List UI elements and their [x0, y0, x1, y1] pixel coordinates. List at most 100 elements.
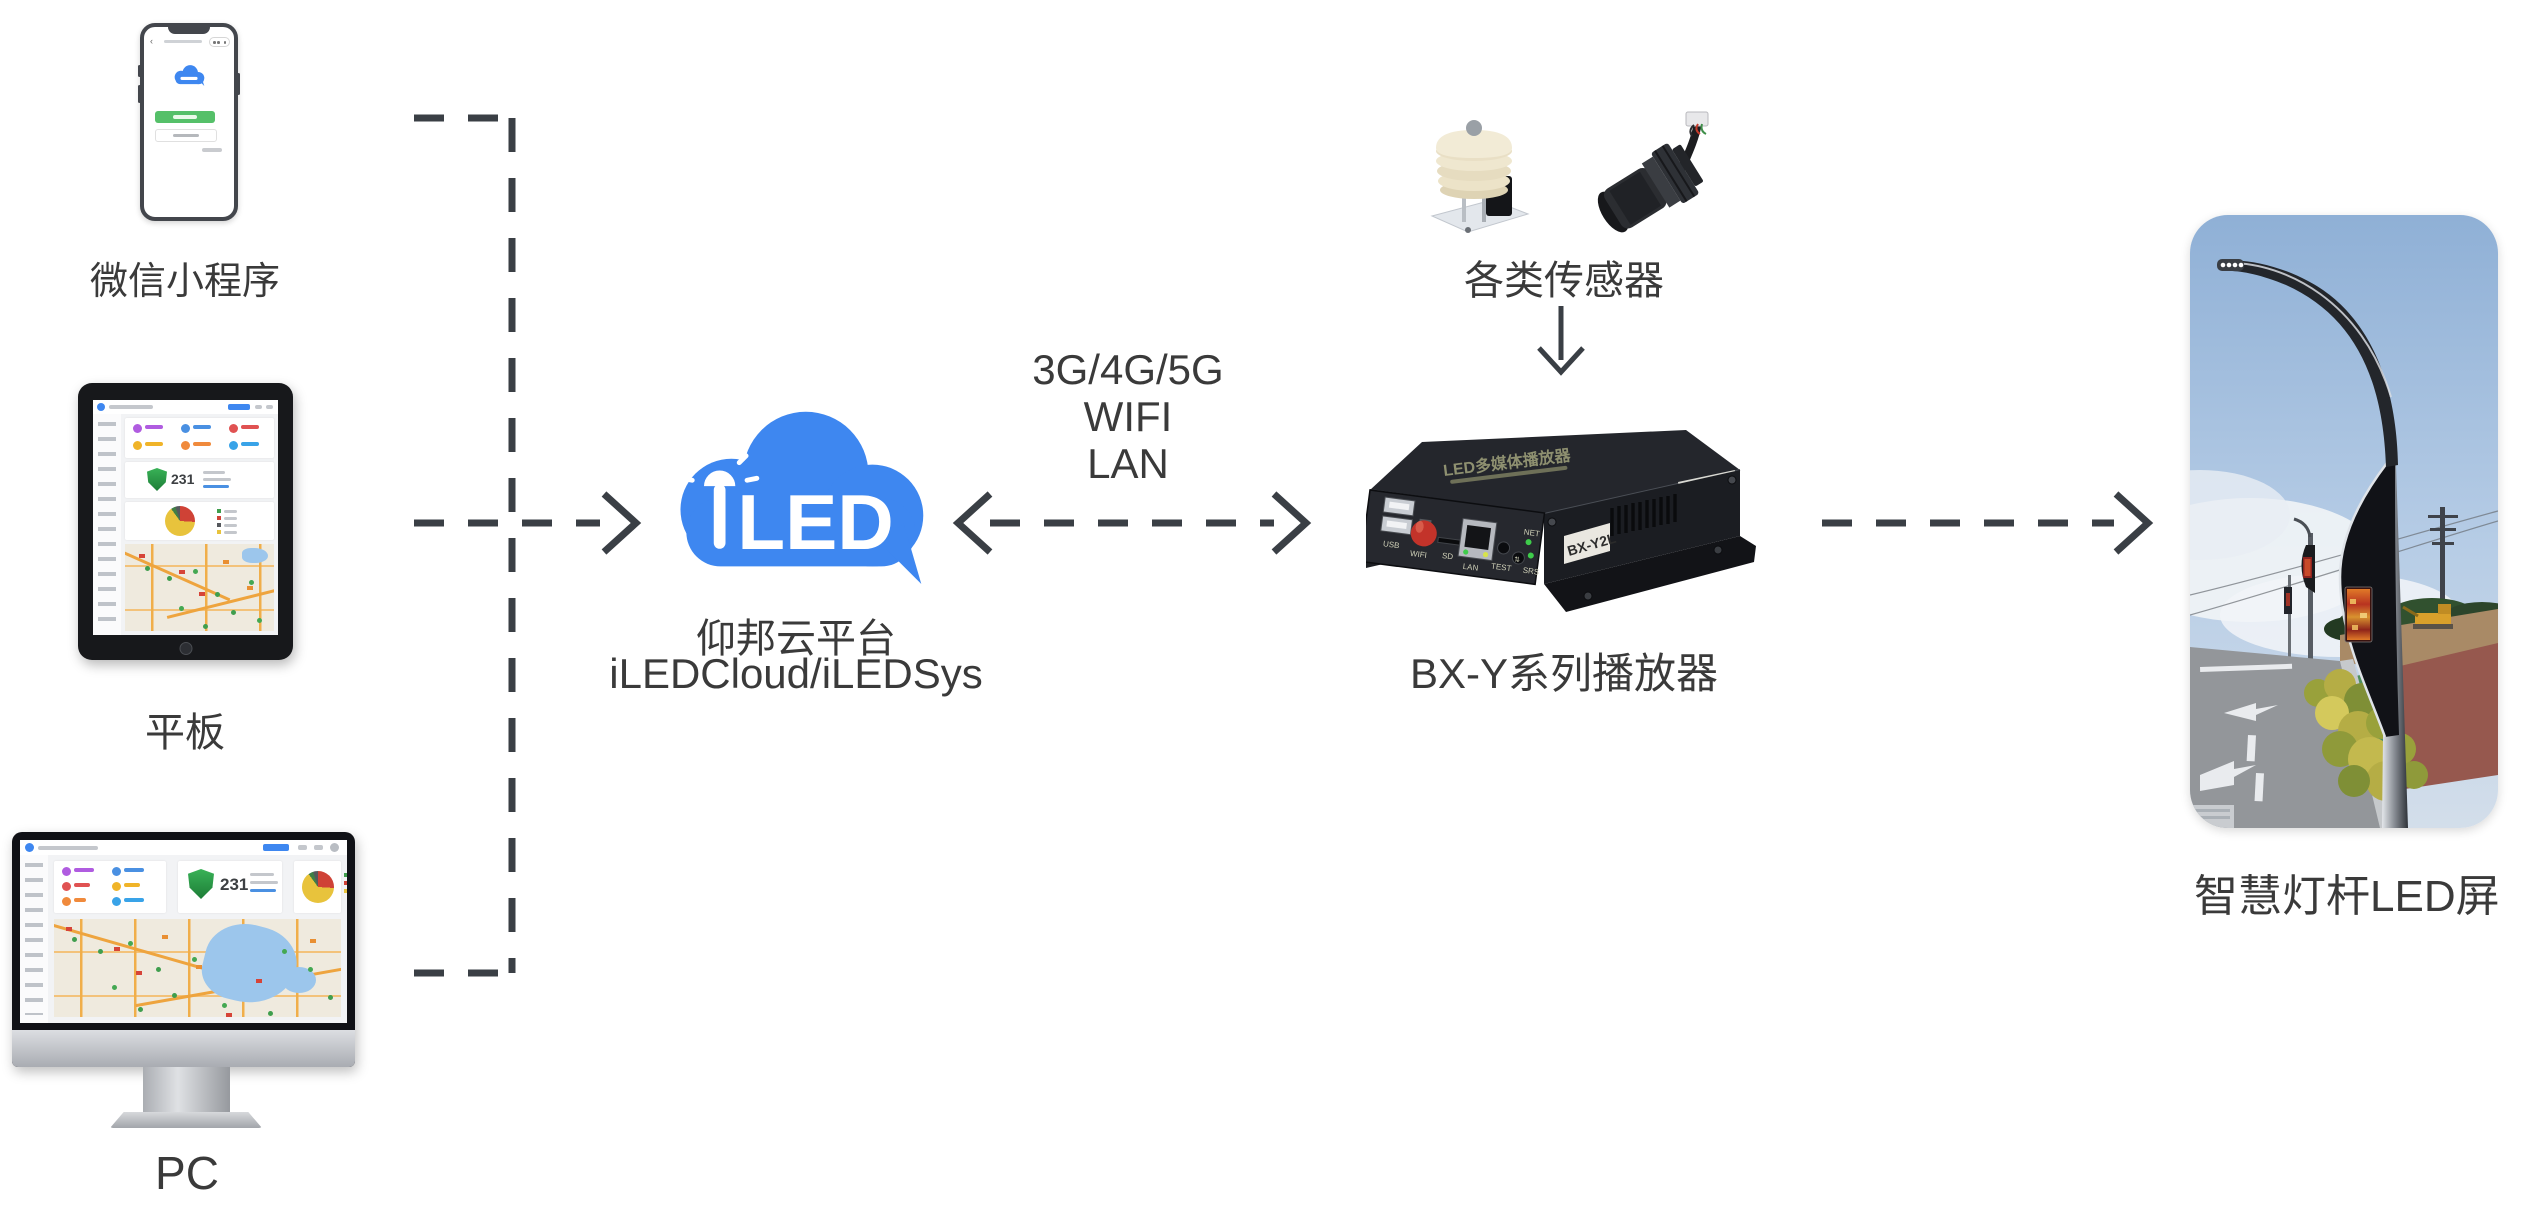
sensor-cylinder: [1597, 143, 1703, 233]
dashboard-map: [125, 544, 274, 631]
app-title-placeholder: [38, 846, 98, 850]
iled-cloud-logo: LED: [658, 400, 934, 591]
phone-label: 微信小程序: [89, 261, 280, 303]
stat-dot: [112, 897, 121, 906]
power-pole: [2428, 507, 2458, 649]
wifi-port-label: WIFI: [1409, 549, 1427, 560]
stat-value: [74, 898, 86, 902]
stat-value: [124, 883, 140, 887]
dashboard-sidebar: [20, 855, 49, 1023]
shield-value: 231: [171, 471, 195, 487]
shield-icon: [188, 869, 214, 899]
arrowhead-to-pole: [2113, 491, 2154, 555]
phone-volume-button: [138, 65, 141, 77]
lan-led-green: [1463, 549, 1469, 555]
led-pin-icon: [703, 470, 736, 549]
topbar-icon: [298, 845, 307, 850]
user-avatar: [330, 843, 339, 852]
srs-led: [1527, 552, 1534, 559]
arrowhead-to-player: [1271, 491, 1312, 555]
updown-button: [1511, 551, 1525, 565]
cloud-logo-icon: [97, 403, 105, 411]
sensor-foot: [1465, 227, 1471, 233]
link-type-wifi: WIFI: [1083, 393, 1173, 440]
test-button: [1497, 541, 1511, 555]
link-type-cellular: 3G/4G/5G: [1032, 346, 1224, 393]
excavator: [2402, 604, 2453, 629]
stats-card: [125, 418, 274, 458]
stats-card: [54, 861, 166, 913]
dashboard-topbar: [20, 840, 347, 856]
model-label-sticker: [1564, 523, 1610, 564]
background-poles: [2284, 517, 2315, 669]
more-icon: [213, 41, 216, 44]
updown-glyph: ⇅: [1514, 555, 1521, 564]
shield-value: 231: [220, 875, 249, 894]
stat-dot: [62, 867, 71, 876]
device-vents: [1610, 494, 1677, 536]
smart-pole-photo: [2190, 215, 2498, 828]
text-line: [250, 881, 278, 884]
phone-power-button: [237, 73, 240, 95]
cloud-platform-name: 仰邦云平台: [696, 617, 896, 661]
stat-value: [74, 883, 90, 887]
lamp-leds: [2220, 262, 2244, 268]
stat-value: [145, 442, 163, 446]
stat-value: [193, 442, 211, 446]
legend-label: [224, 523, 237, 527]
stat-value: [145, 425, 163, 429]
close-circle-icon: [223, 41, 226, 44]
wechat-capsule-menu: [209, 37, 230, 47]
topbar-button: [263, 844, 289, 851]
dashboard-sidebar: [93, 414, 122, 635]
more-icon: [217, 41, 220, 44]
weather-sensor-image: [1418, 118, 1542, 249]
phone-notch: [168, 26, 210, 34]
smart-pole: [2217, 259, 2408, 828]
link-line: [250, 889, 276, 892]
sensor-knob: [1466, 120, 1482, 136]
legend-swatch: [217, 516, 221, 520]
usb-port-label: USB: [1383, 539, 1400, 550]
stat-dot: [229, 441, 238, 450]
antenna-highlight: [1415, 520, 1424, 533]
legend-swatch: [344, 873, 347, 877]
legend-swatch: [344, 889, 347, 893]
sd-port-label: SD: [1441, 551, 1453, 561]
radiation-shield-stack: [1436, 130, 1512, 199]
map-markers: [72, 937, 77, 942]
stat-dot: [112, 867, 121, 876]
tablet-home-button: [179, 642, 192, 655]
topbar-button: [228, 404, 250, 410]
screw: [1547, 517, 1557, 527]
account-login-button: [155, 129, 217, 142]
sensors-label: 各类传感器: [1464, 259, 1664, 303]
pie-chart: [302, 871, 334, 903]
dashboard-topbar: [93, 400, 278, 415]
pc-screen: 231: [20, 840, 347, 1023]
map-labels: [66, 927, 72, 931]
pie-card: [294, 861, 347, 913]
cloud-platform-subname: iLEDCloud/iLEDSys: [609, 650, 983, 697]
back-chevron-icon: ‹: [150, 36, 153, 46]
map-water: [282, 967, 316, 993]
usb-tongue: [1386, 520, 1407, 530]
net-led: [1525, 539, 1532, 546]
pc-monitor-chin: [12, 1030, 355, 1067]
cloud-shape: [680, 411, 924, 585]
shield-card: 231: [125, 462, 274, 498]
sensor-leg: [1482, 190, 1486, 222]
screw: [1583, 591, 1593, 601]
sensor-down-arrowhead: [1537, 346, 1585, 376]
topbar-icon: [255, 405, 262, 409]
pc-stand-neck: [143, 1067, 230, 1115]
stat-dot: [181, 424, 190, 433]
usb-tongue: [1388, 501, 1410, 511]
lan-led-yellow: [1482, 552, 1489, 558]
lan-port-inner: [1464, 524, 1492, 550]
dashboard-main: 231: [121, 414, 278, 635]
legend-swatch: [217, 523, 221, 527]
player-label: BX-Y系列播放器: [1410, 650, 1719, 697]
button-text-placeholder: [173, 133, 199, 137]
